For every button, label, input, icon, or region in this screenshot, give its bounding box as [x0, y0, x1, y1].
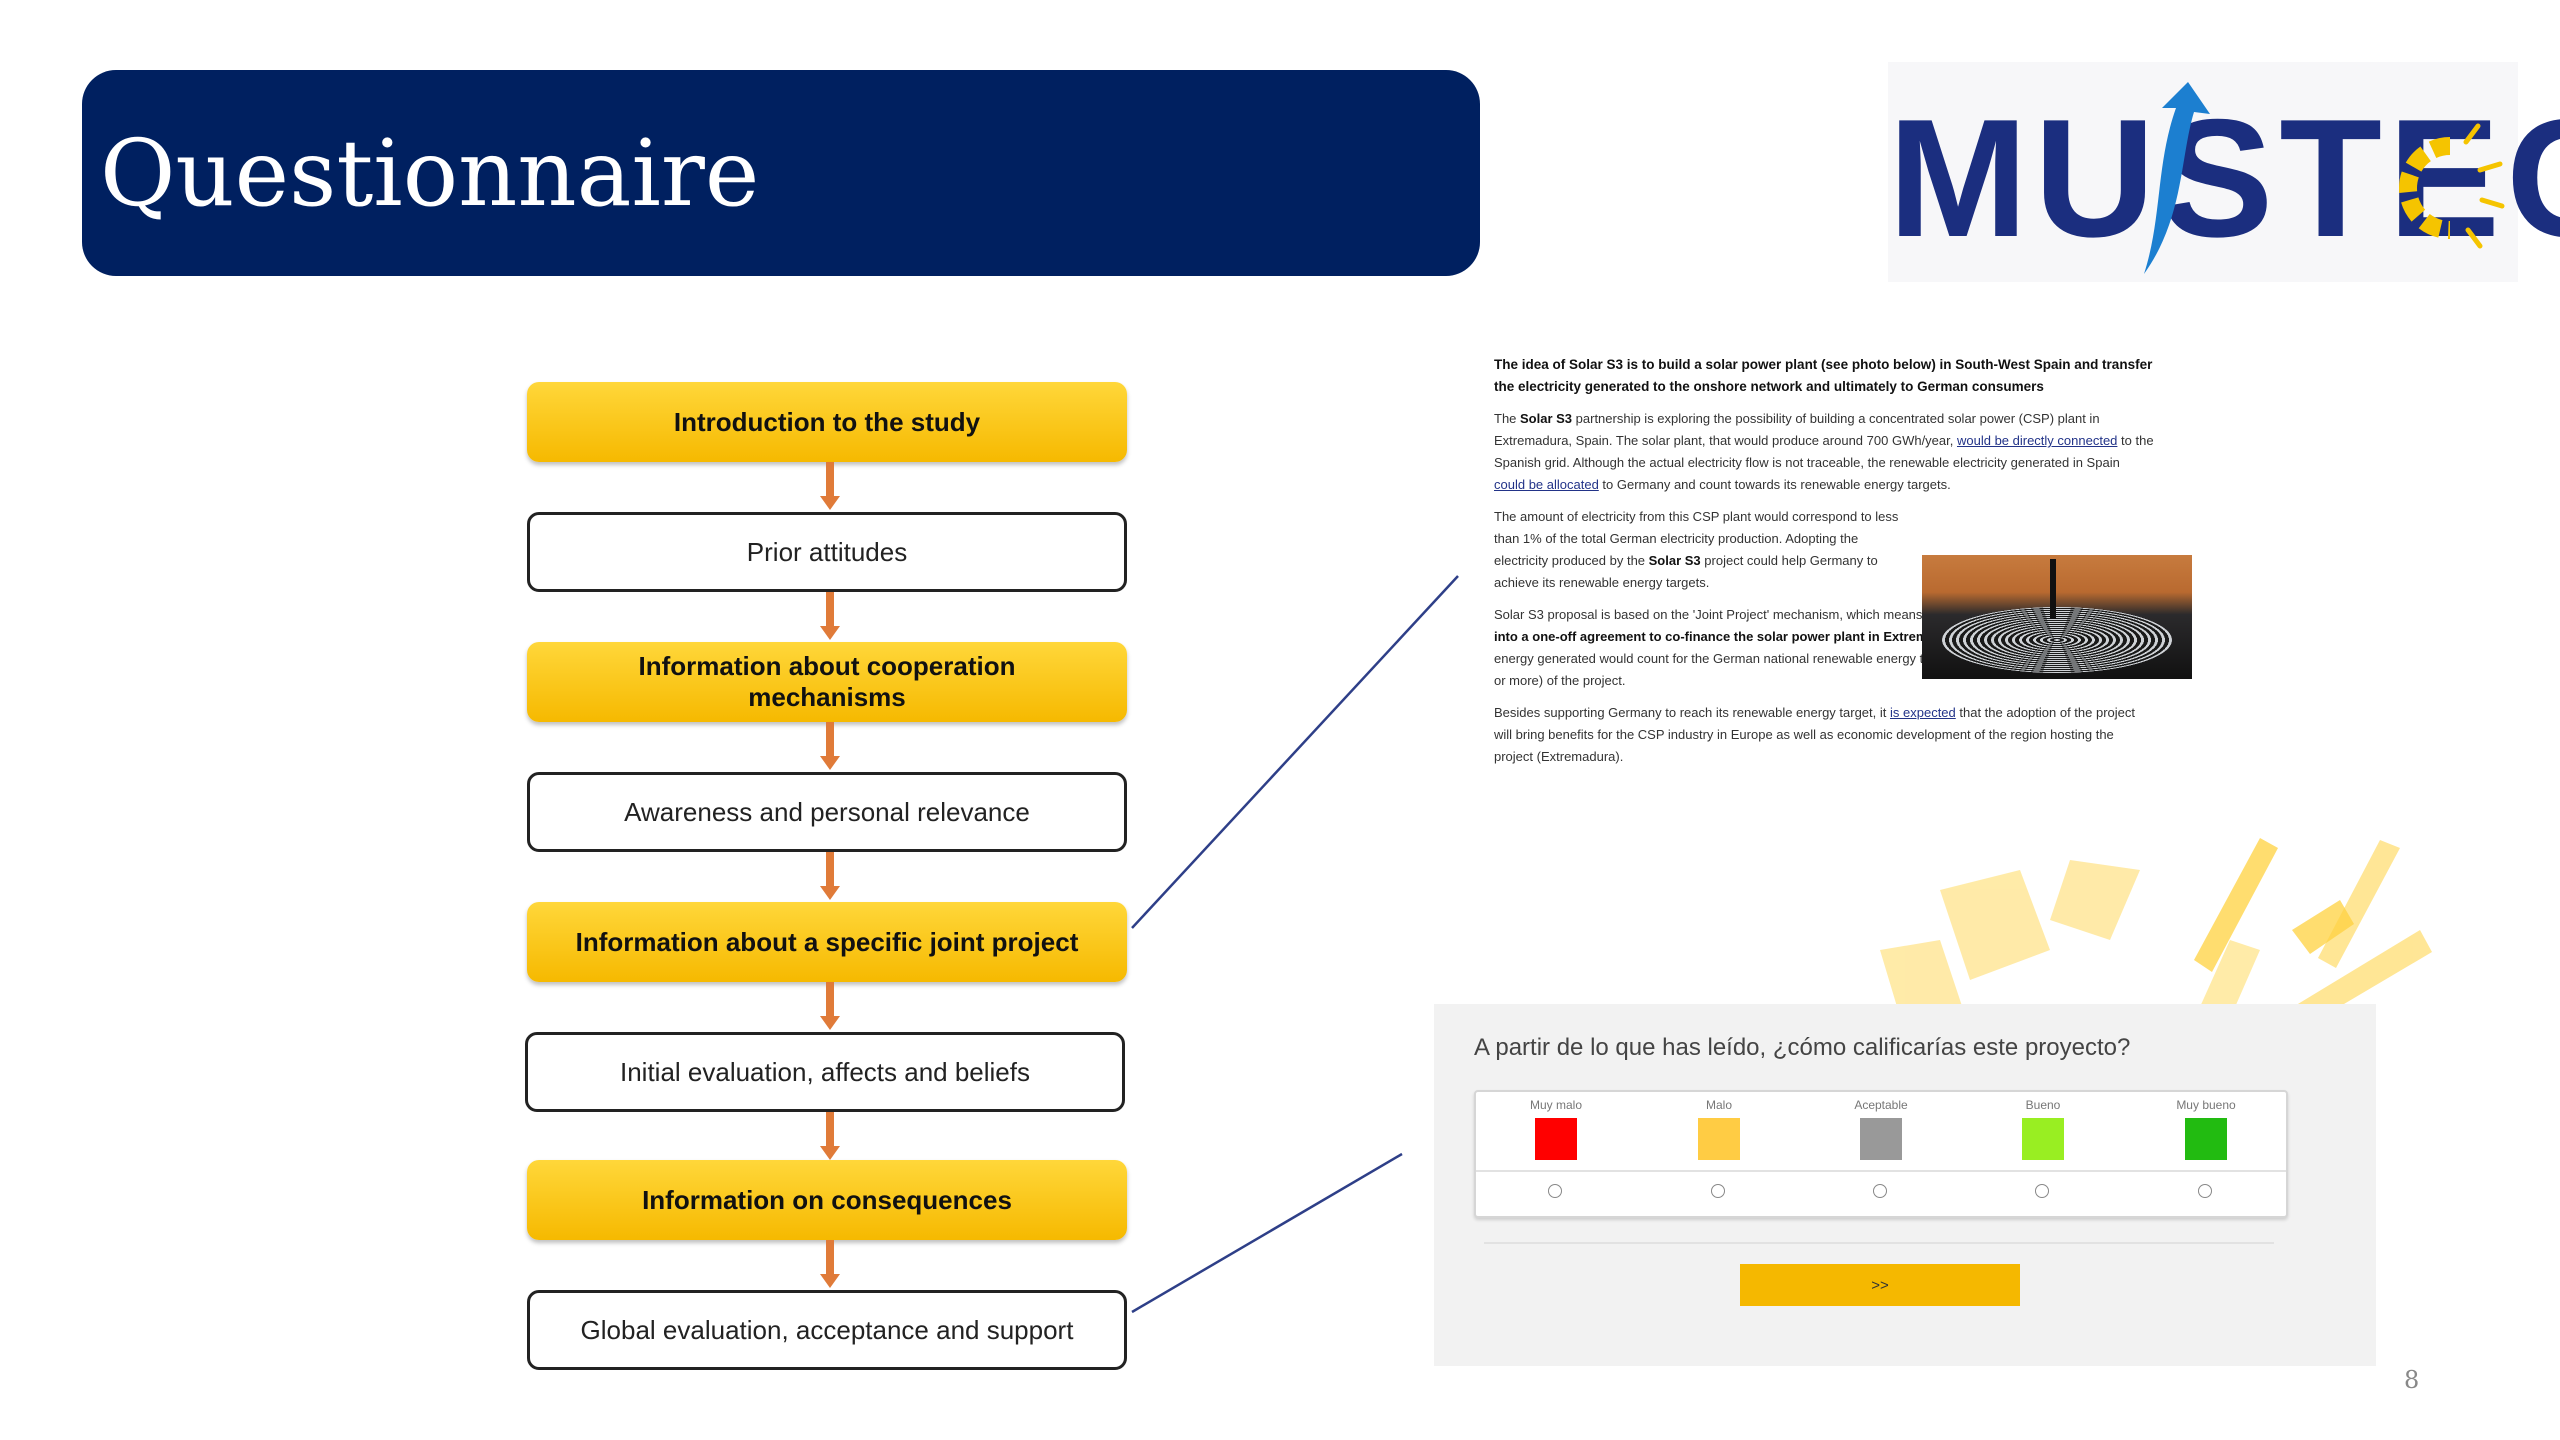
rating-option: Muy bueno: [2126, 1092, 2286, 1216]
rating-option-label: Aceptable: [1854, 1098, 1908, 1112]
document-paragraph-1: The Solar S3 partnership is exploring th…: [1494, 411, 2154, 492]
flow-step-label: Global evaluation, acceptance and suppor…: [580, 1314, 1074, 1345]
flow-step-4: Awareness and personal relevance: [527, 772, 1127, 852]
flow-step-3: Information about cooperation mechanisms: [527, 642, 1127, 722]
heliostat-field: [1942, 607, 2172, 673]
rating-option: Aceptable: [1801, 1092, 1961, 1216]
rating-option-label: Malo: [1705, 1098, 1732, 1112]
flow-step-label: Awareness and personal relevance: [624, 796, 1030, 827]
page-number: 8: [2404, 1366, 2420, 1394]
flow-step-1: Introduction to the study: [527, 382, 1127, 462]
flow-step-7: Information on consequences: [527, 1160, 1127, 1240]
logo-text: MUSTEC: [1888, 84, 2560, 272]
slide-title: Questionnaire: [100, 120, 760, 227]
flow-arrow-icon: [820, 722, 840, 770]
flow-step-label: Initial evaluation, affects and beliefs: [619, 1056, 1030, 1087]
flow-arrow-icon: [820, 462, 840, 510]
flow-step-label: Introduction to the study: [673, 406, 981, 437]
rating-color-swatch: [2022, 1118, 2064, 1160]
logo-arrow-icon: [2144, 82, 2210, 274]
flow-step-label: Information on consequences: [642, 1184, 1012, 1215]
logo-sun-icon: [2399, 123, 2505, 249]
rating-color-swatch: [1535, 1118, 1577, 1160]
rating-radio[interactable]: [1711, 1184, 1725, 1198]
flow-step-8: Global evaluation, acceptance and suppor…: [527, 1290, 1127, 1370]
solar-plant-photo: [1922, 555, 2192, 679]
rating-divider: [1476, 1170, 2286, 1172]
rating-option-label: Muy bueno: [2176, 1098, 2236, 1112]
rating-radio[interactable]: [1873, 1184, 1887, 1198]
document-paragraph-2: The amount of electricity from this CSP …: [1494, 509, 1899, 590]
rating-color-swatch: [2185, 1118, 2227, 1160]
survey-separator: [1484, 1242, 2274, 1244]
rating-option: Malo: [1639, 1092, 1799, 1216]
flow-arrow-icon: [820, 852, 840, 900]
rating-scale: Muy malo Malo Aceptable Bueno Muy bueno: [1474, 1090, 2288, 1218]
flow-arrow-icon: [820, 1112, 840, 1160]
rating-option: Bueno: [1963, 1092, 2123, 1216]
title-bar: [82, 70, 1480, 276]
flow-step-label: Prior attitudes: [746, 536, 908, 567]
flow-step-label: Information about cooperation mechanisms: [638, 651, 1016, 712]
flow-step-6: Initial evaluation, affects and beliefs: [525, 1032, 1125, 1112]
mustec-logo: MUSTEC: [1888, 62, 2560, 282]
flow-step-5: Information about a specific joint proje…: [527, 902, 1127, 982]
flow-step-label: Information about a specific joint proje…: [575, 926, 1079, 957]
flow-arrow-icon: [820, 982, 840, 1030]
rating-radio[interactable]: [2035, 1184, 2049, 1198]
survey-panel: A partir de lo que has leído, ¿cómo cali…: [1434, 1004, 2376, 1366]
rating-option-label: Bueno: [2025, 1098, 2061, 1112]
project-description: The idea of Solar S3 is to build a solar…: [1494, 354, 2154, 778]
survey-question: A partir de lo que has leído, ¿cómo cali…: [1474, 1034, 2131, 1061]
flow-arrow-icon: [820, 1240, 840, 1288]
flow-arrow-icon: [820, 592, 840, 640]
rating-option: Muy malo: [1476, 1092, 1636, 1216]
rating-radio[interactable]: [2198, 1184, 2212, 1198]
flow-step-2: Prior attitudes: [527, 512, 1127, 592]
document-paragraph-4: Besides supporting Germany to reach its …: [1494, 705, 2136, 764]
solar-tower: [2050, 559, 2056, 619]
rating-color-swatch: [1860, 1118, 1902, 1160]
next-button[interactable]: >>: [1740, 1264, 2020, 1306]
rating-radio[interactable]: [1548, 1184, 1562, 1198]
rating-color-swatch: [1698, 1118, 1740, 1160]
rating-option-label: Muy malo: [1529, 1098, 1582, 1112]
document-lead: The idea of Solar S3 is to build a solar…: [1494, 357, 2153, 394]
